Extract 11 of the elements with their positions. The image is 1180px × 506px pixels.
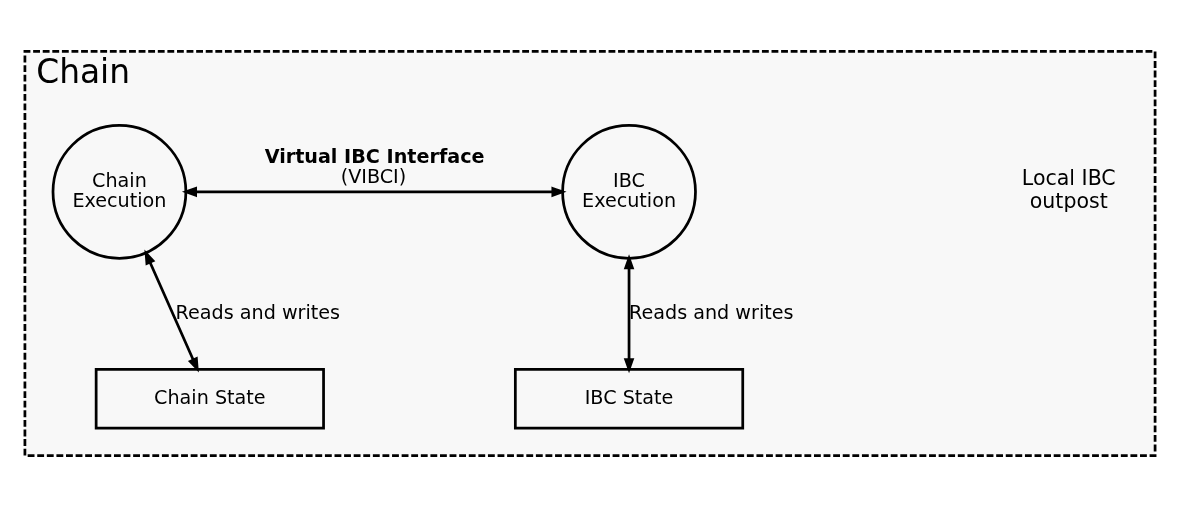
node-box: IBC State [513, 367, 745, 430]
node-box: Chain State [94, 367, 325, 430]
node-circle: Chain Execution [51, 123, 188, 260]
label: Local IBC outpost [1021, 165, 1116, 213]
edge-label: Reads and writes [629, 300, 794, 324]
arrow [623, 253, 635, 373]
edge-label: Reads and writes [175, 300, 341, 324]
arrow [144, 249, 199, 373]
arrow [181, 186, 567, 197]
node-circle: IBC Execution [561, 123, 697, 260]
edge-label: Virtual IBC Interface (VIBCI) [264, 144, 485, 188]
